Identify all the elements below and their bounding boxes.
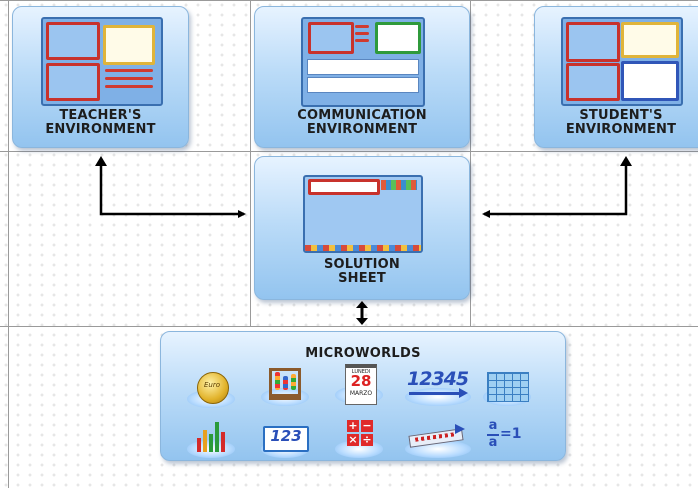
communication-environment-panel[interactable]: COMMUNICATION ENVIRONMENT (254, 6, 470, 148)
teacher-solution-arrow (99, 164, 246, 218)
student-environment-panel[interactable]: STUDENT'S ENVIRONMENT (534, 6, 698, 148)
communication-environment-label: COMMUNICATION ENVIRONMENT (297, 108, 427, 137)
calendar-month: MARZO (349, 390, 373, 397)
teacher-environment-label: TEACHER'S ENVIRONMENT (45, 108, 156, 137)
grid-line (8, 0, 9, 488)
operations-icon[interactable]: + − × ÷ (335, 418, 383, 458)
student-solution-arrow (482, 164, 628, 218)
coin-label: Euro (203, 381, 221, 389)
communication-environment-screenshot (301, 17, 425, 107)
number-line-icon[interactable] (405, 418, 471, 458)
fraction-denominator: a (488, 435, 498, 450)
teacher-environment-panel[interactable]: TEACHER'S ENVIRONMENT (12, 6, 189, 148)
calendar-weekday: LUNEDI (351, 369, 371, 375)
calendar-icon[interactable]: LUNEDI 28 MARZO (335, 364, 383, 405)
plus-key: + (347, 419, 359, 432)
minus-key: − (361, 419, 373, 432)
solution-sheet-label: SOLUTION SHEET (323, 257, 401, 286)
number-card-icon[interactable]: 123 (261, 418, 309, 458)
grid-line (0, 0, 698, 1)
fraction-result: =1 (500, 426, 522, 442)
grid-line (0, 326, 698, 327)
grid-line (250, 0, 251, 327)
microworlds-panel[interactable]: MICROWORLDS Euro LUNEDI 28 MARZO 12345 (160, 331, 566, 461)
euro-coin-icon[interactable]: Euro (187, 368, 235, 408)
grid-line (0, 151, 698, 152)
number-strip-icon[interactable]: 12345 (405, 366, 471, 406)
student-environment-screenshot (561, 17, 683, 106)
solution-sheet-screenshot (303, 175, 423, 253)
times-key: × (347, 433, 359, 446)
fraction-numerator: a (488, 418, 498, 433)
divide-key: ÷ (361, 433, 373, 446)
teacher-environment-screenshot (41, 17, 163, 106)
number-strip-text: 12345 (407, 368, 469, 390)
table-grid-icon[interactable] (483, 366, 531, 406)
microworlds-title: MICROWORLDS (305, 346, 421, 361)
abacus-icon[interactable] (261, 366, 309, 406)
fraction-icon[interactable]: a a =1 (483, 418, 531, 458)
calendar-day: 28 (350, 372, 372, 390)
student-environment-label: STUDENT'S ENVIRONMENT (565, 108, 677, 137)
solution-sheet-panel[interactable]: SOLUTION SHEET (254, 156, 470, 300)
grid-line (470, 0, 471, 327)
bar-chart-icon[interactable] (187, 418, 235, 458)
number-card-text: 123 (270, 427, 302, 445)
